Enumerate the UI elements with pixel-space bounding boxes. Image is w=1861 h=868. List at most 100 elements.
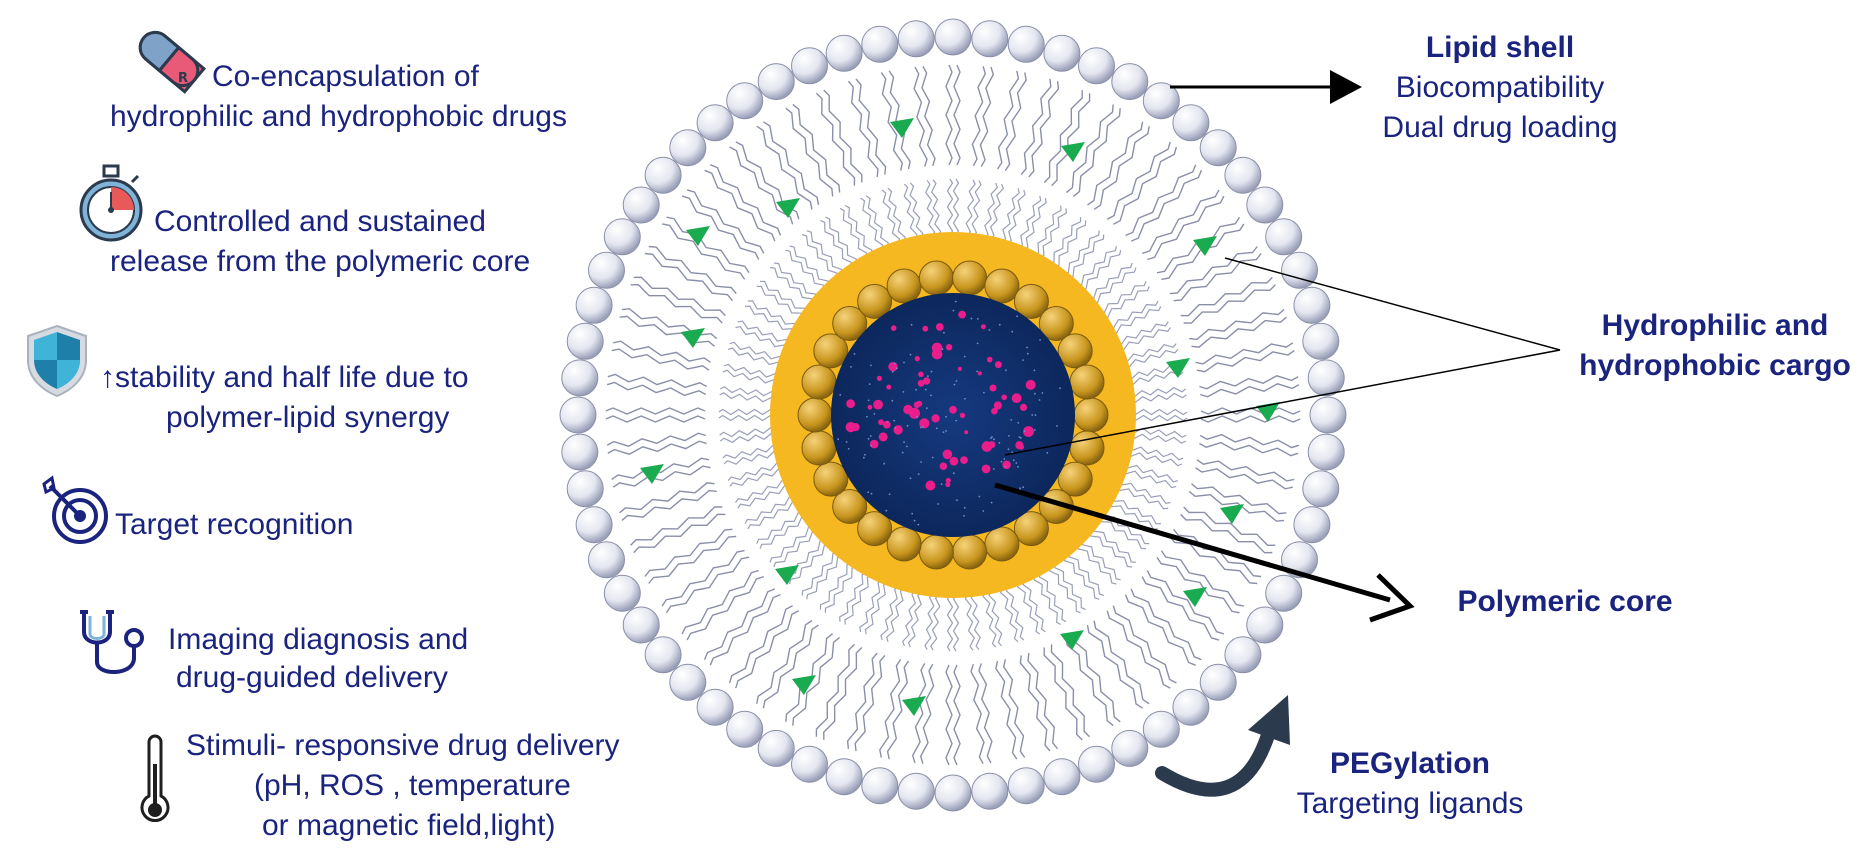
core-speckle (990, 501, 993, 504)
lipid-tail (1128, 446, 1184, 461)
drug-particle (876, 375, 883, 381)
lipid-tail (769, 526, 814, 563)
lipid-tail (1124, 349, 1179, 368)
lipid-tail (1106, 141, 1171, 220)
polymeric-core (831, 293, 1075, 537)
lipid-tail (1113, 146, 1178, 225)
feature-co-encapsulation-line2: hydrophilic and hydrophobic drugs (110, 97, 567, 137)
lipid-tail (982, 591, 997, 648)
lipid-head (1265, 574, 1303, 612)
lipid-tail (729, 146, 794, 225)
core-speckle (945, 415, 947, 418)
lipid-head (1224, 636, 1262, 674)
lipid-tail (1065, 104, 1114, 194)
core-speckle (1056, 425, 1058, 427)
lipid-tail (924, 593, 935, 650)
lipid-head (1246, 186, 1284, 224)
lipid-tail (728, 605, 793, 684)
lipid-head (971, 20, 1009, 58)
lipid-tail (709, 593, 781, 666)
lipid-tail (953, 664, 961, 766)
core-speckle (1008, 435, 1010, 437)
drug-particle (942, 449, 953, 460)
lipid-tail (1169, 246, 1258, 295)
core-speckle (964, 397, 966, 400)
lipid-head (1307, 433, 1345, 471)
drug-particle (960, 456, 968, 464)
lipid-tail (953, 64, 961, 166)
drug-particle (867, 404, 873, 410)
inner-lipid-head (952, 260, 988, 296)
drug-particle (917, 380, 925, 387)
feature-text-line: drug-guided delivery (176, 661, 448, 694)
lipid-tail (1072, 633, 1121, 723)
cargo-label-line: Hydrophilic and (1601, 309, 1829, 342)
lipid-tail (1131, 408, 1188, 416)
cargo-marker (792, 675, 816, 695)
lipid-tail (854, 654, 886, 752)
lipid-tail (919, 663, 935, 764)
lipid-head (1307, 359, 1345, 397)
pegylation-curved-arrow (1155, 728, 1275, 797)
lipid-tail (729, 341, 784, 361)
core-speckle (930, 370, 933, 373)
lipid-head (696, 104, 734, 142)
core-speckle (837, 438, 839, 441)
core-speckle (845, 441, 848, 443)
lipid-tail (633, 513, 726, 554)
lipid-tail (965, 179, 976, 236)
core-speckle (1046, 451, 1049, 454)
lipid-tail (792, 103, 841, 193)
lipid-tail (1007, 189, 1026, 245)
lipid-tail (1000, 587, 1019, 643)
lipid-tail (823, 89, 863, 183)
lipid-tail (605, 407, 706, 415)
lipid-tail (971, 66, 987, 167)
lipid-head (1172, 688, 1210, 726)
label-pegylation: PEGylation Targeting ligands (1270, 744, 1550, 824)
core-speckle (867, 399, 870, 402)
lipid-tail (745, 305, 795, 334)
lipid-tail (824, 565, 857, 613)
feature-imaging-diagnosis-line2: drug-guided delivery (176, 658, 448, 698)
lipid-tail (681, 195, 760, 260)
core-speckle (1000, 460, 1003, 463)
core-speckle (917, 473, 920, 475)
core-speckle (870, 492, 873, 495)
core-speckle (911, 512, 914, 515)
lipid-head (1078, 47, 1115, 85)
inner-lipid-head (832, 306, 868, 341)
lipid-tail (1195, 342, 1294, 365)
core-speckle (894, 362, 896, 365)
lipid-tail (802, 233, 838, 278)
core-speckle (992, 468, 995, 470)
core-speckle (913, 519, 916, 522)
lipid-tail (785, 249, 826, 290)
lipid-tail (815, 92, 856, 186)
lipid-tail (839, 207, 868, 258)
core-speckle (866, 415, 868, 418)
lipid-tail (880, 72, 904, 171)
lipid-tail (747, 501, 797, 530)
lipid-tail (607, 373, 707, 389)
lipid-tail (630, 506, 723, 546)
lipid-tail (619, 482, 715, 514)
inner-lipid-head (1069, 364, 1105, 400)
lipid-tail (611, 348, 710, 371)
polymeric-core-title: Polymeric core (1457, 585, 1673, 618)
drug-particle (890, 325, 897, 331)
core-speckle (930, 394, 932, 397)
core-speckle (915, 388, 917, 391)
lipid-head (757, 63, 795, 101)
core-speckle (919, 426, 922, 429)
core-speckle (1041, 392, 1044, 394)
lipid-head (934, 18, 972, 56)
lipid-tail (686, 576, 764, 641)
lipid-tail (686, 189, 765, 254)
feature-text-line: Controlled and sustained (154, 205, 486, 238)
lipid-tail (1183, 506, 1276, 547)
drug-particle (939, 462, 948, 471)
core-speckle (870, 364, 872, 367)
lipid-head (825, 34, 863, 72)
drug-particle (888, 362, 898, 372)
